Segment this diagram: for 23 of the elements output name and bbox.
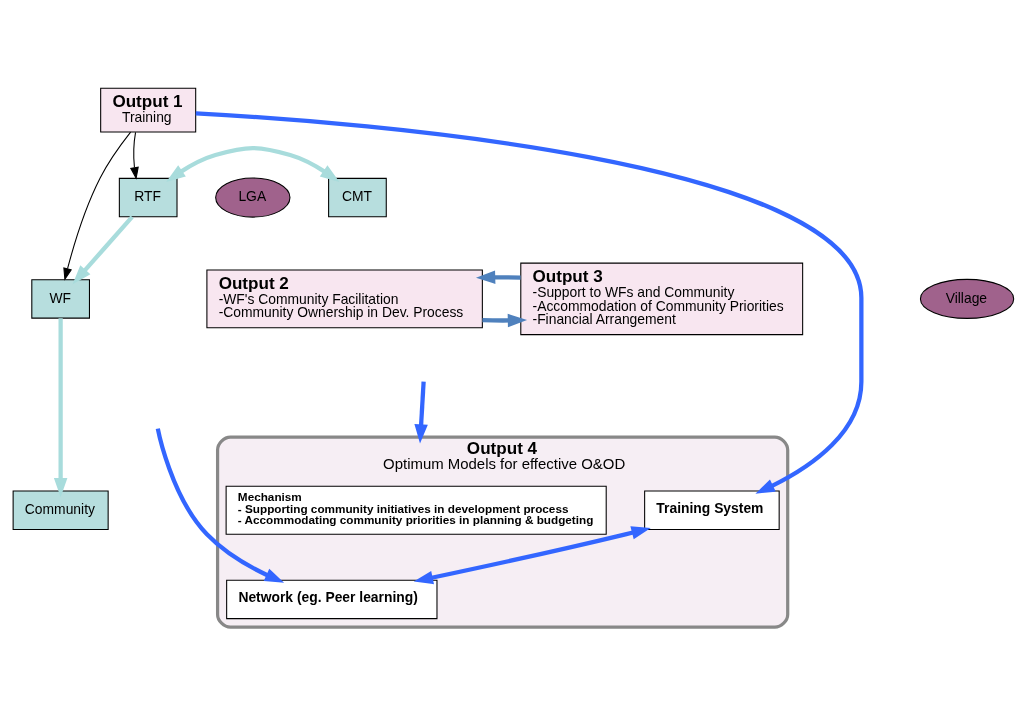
node-box: Output 3 -Support to WFs and Community -Accommodation of Community Priorities -Financial Arrangement bbox=[520, 262, 804, 336]
node-box: RTF bbox=[118, 177, 178, 218]
arrow bbox=[72, 215, 134, 285]
node-ellipse: LGA bbox=[215, 177, 291, 218]
arrow bbox=[413, 526, 651, 585]
arrow bbox=[63, 131, 132, 281]
arrow bbox=[475, 270, 521, 285]
arrow bbox=[155, 428, 285, 583]
arrow bbox=[414, 381, 428, 444]
node-box: Output 1 Training bbox=[100, 87, 197, 133]
node-ellipse: Village bbox=[919, 278, 1015, 319]
node-box: Mechanism - Supporting community initiatives in development process - Accommodating community priorities in planning & budgeting bbox=[225, 485, 607, 535]
node-box: Network (eg. Peer learning) bbox=[226, 579, 438, 620]
arrow bbox=[195, 111, 864, 494]
arrow bbox=[166, 145, 340, 182]
node-box: Community bbox=[12, 490, 109, 531]
arrow bbox=[129, 131, 139, 180]
node-box: WF bbox=[31, 279, 90, 319]
node-box: Training System bbox=[644, 490, 780, 531]
node-box: Output 2 -WF's Community Facilitation -Community Ownership in Dev. Process bbox=[206, 269, 483, 329]
node-box: CMT bbox=[328, 177, 387, 218]
arrow bbox=[53, 318, 68, 498]
arrow bbox=[482, 313, 528, 328]
